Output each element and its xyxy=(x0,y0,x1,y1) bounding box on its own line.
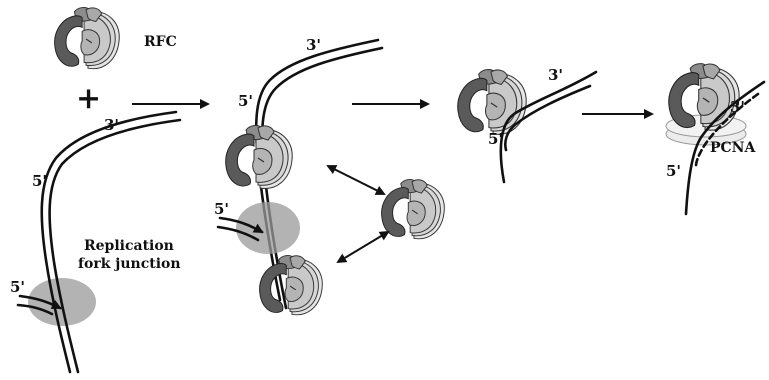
panel2-lagging-arrow xyxy=(218,216,264,234)
panel4-template-strand xyxy=(684,80,766,216)
fork-label-line1: Replication xyxy=(84,238,174,254)
panel3-template-strand xyxy=(499,70,598,184)
rfc-complex-icon xyxy=(54,6,120,70)
rfc-label: RFC xyxy=(144,34,177,50)
panel2-rfc-lower-icon xyxy=(259,254,323,316)
plus-sign: + xyxy=(76,81,101,116)
exchange-arrow-lower xyxy=(336,230,390,264)
panel3-label-5prime: 5' xyxy=(488,130,503,148)
panel4-rfc-icon xyxy=(668,62,740,131)
label-3prime: 3' xyxy=(104,116,119,134)
lagging-strand-arrow xyxy=(18,294,62,310)
lagging-strand xyxy=(16,303,54,316)
panel3-label-3prime: 3' xyxy=(548,66,563,84)
panel4-label-3prime: 3' xyxy=(730,98,745,116)
exchange-arrow-upper xyxy=(326,165,386,195)
panel4-label-5prime: 5' xyxy=(666,162,681,180)
free-rfc-icon xyxy=(381,178,445,240)
panel2-label-5prime-fork: 5' xyxy=(214,200,229,218)
panel2-lagging-strand xyxy=(216,225,260,242)
panel2-label-3prime: 3' xyxy=(306,36,321,54)
fork-label-line2: fork junction xyxy=(78,256,181,272)
panel2-rfc-upper-icon xyxy=(225,124,293,190)
pcna-label: PCNA xyxy=(710,140,756,156)
label-5prime: 5' xyxy=(32,172,47,190)
panel3-primer-strand xyxy=(504,84,592,152)
template-strand xyxy=(40,110,178,374)
primer-strand xyxy=(48,118,182,374)
panel2-label-5prime: 5' xyxy=(238,92,253,110)
label-5prime-fork: 5' xyxy=(10,278,25,296)
panel4-primer-strand xyxy=(694,92,760,168)
panel2-fork-icon xyxy=(236,202,300,254)
